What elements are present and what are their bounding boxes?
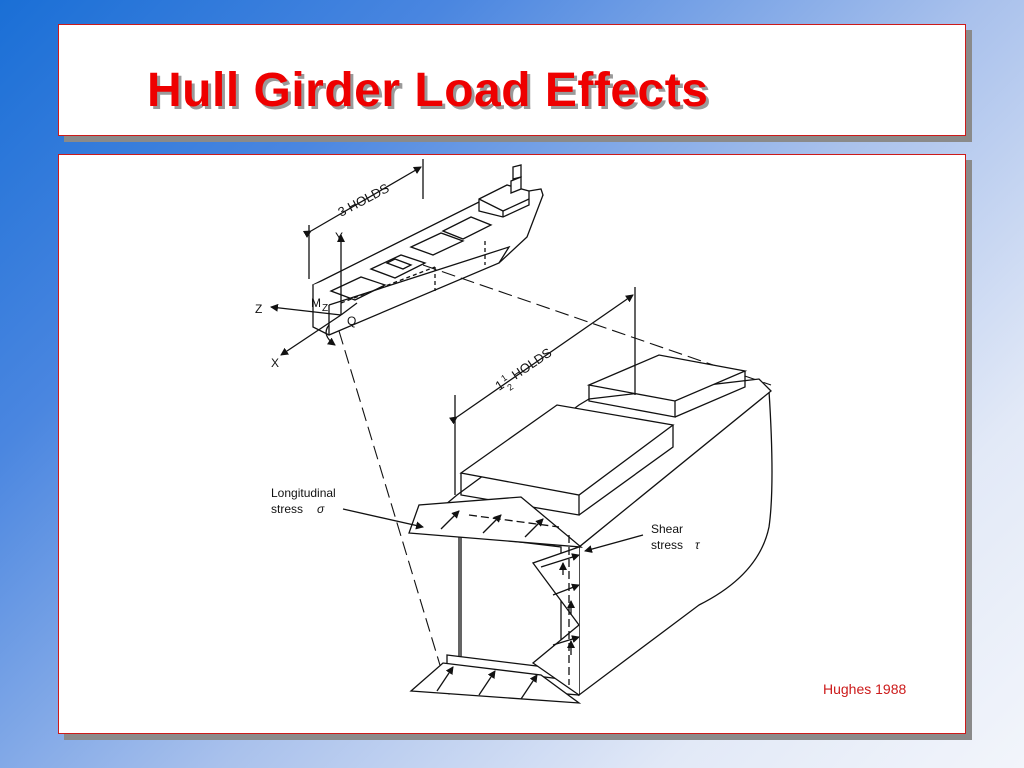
label-tau: τ bbox=[695, 538, 701, 552]
label-shear: Shear bbox=[651, 522, 683, 536]
slide-title: Hull Girder Load Effects bbox=[147, 64, 709, 117]
ship-overview bbox=[270, 159, 544, 356]
label-holds-suffix: HOLDS bbox=[509, 345, 555, 383]
hull-girder-diagram: 3 HOLDS Y Z X M Z Q bbox=[255, 159, 773, 704]
label-3-holds: 3 HOLDS bbox=[335, 180, 391, 220]
label-sigma: σ bbox=[317, 502, 325, 516]
label-moment-sub: Z bbox=[322, 303, 328, 314]
label-longitudinal: Longitudinal bbox=[271, 486, 336, 500]
label-axis-x: X bbox=[271, 356, 279, 370]
label-1-5-holds: 1 1 2 HOLDS bbox=[492, 345, 555, 394]
title-panel: Hull Girder Load Effects bbox=[58, 24, 966, 136]
label-holds-frac-num: 1 bbox=[499, 372, 509, 383]
label-shear-stress: stress bbox=[651, 538, 683, 552]
label-moment: M bbox=[311, 296, 321, 310]
figure-credit: Hughes 1988 bbox=[823, 681, 907, 697]
label-axis-z: Z bbox=[255, 302, 262, 316]
figure-panel: 3 HOLDS Y Z X M Z Q bbox=[58, 154, 966, 734]
label-axis-y: Y bbox=[335, 230, 343, 244]
hull-section bbox=[342, 287, 773, 704]
label-long-stress: stress bbox=[271, 502, 303, 516]
label-holds-frac-den: 2 bbox=[505, 382, 515, 393]
label-shear-q: Q bbox=[347, 314, 356, 328]
